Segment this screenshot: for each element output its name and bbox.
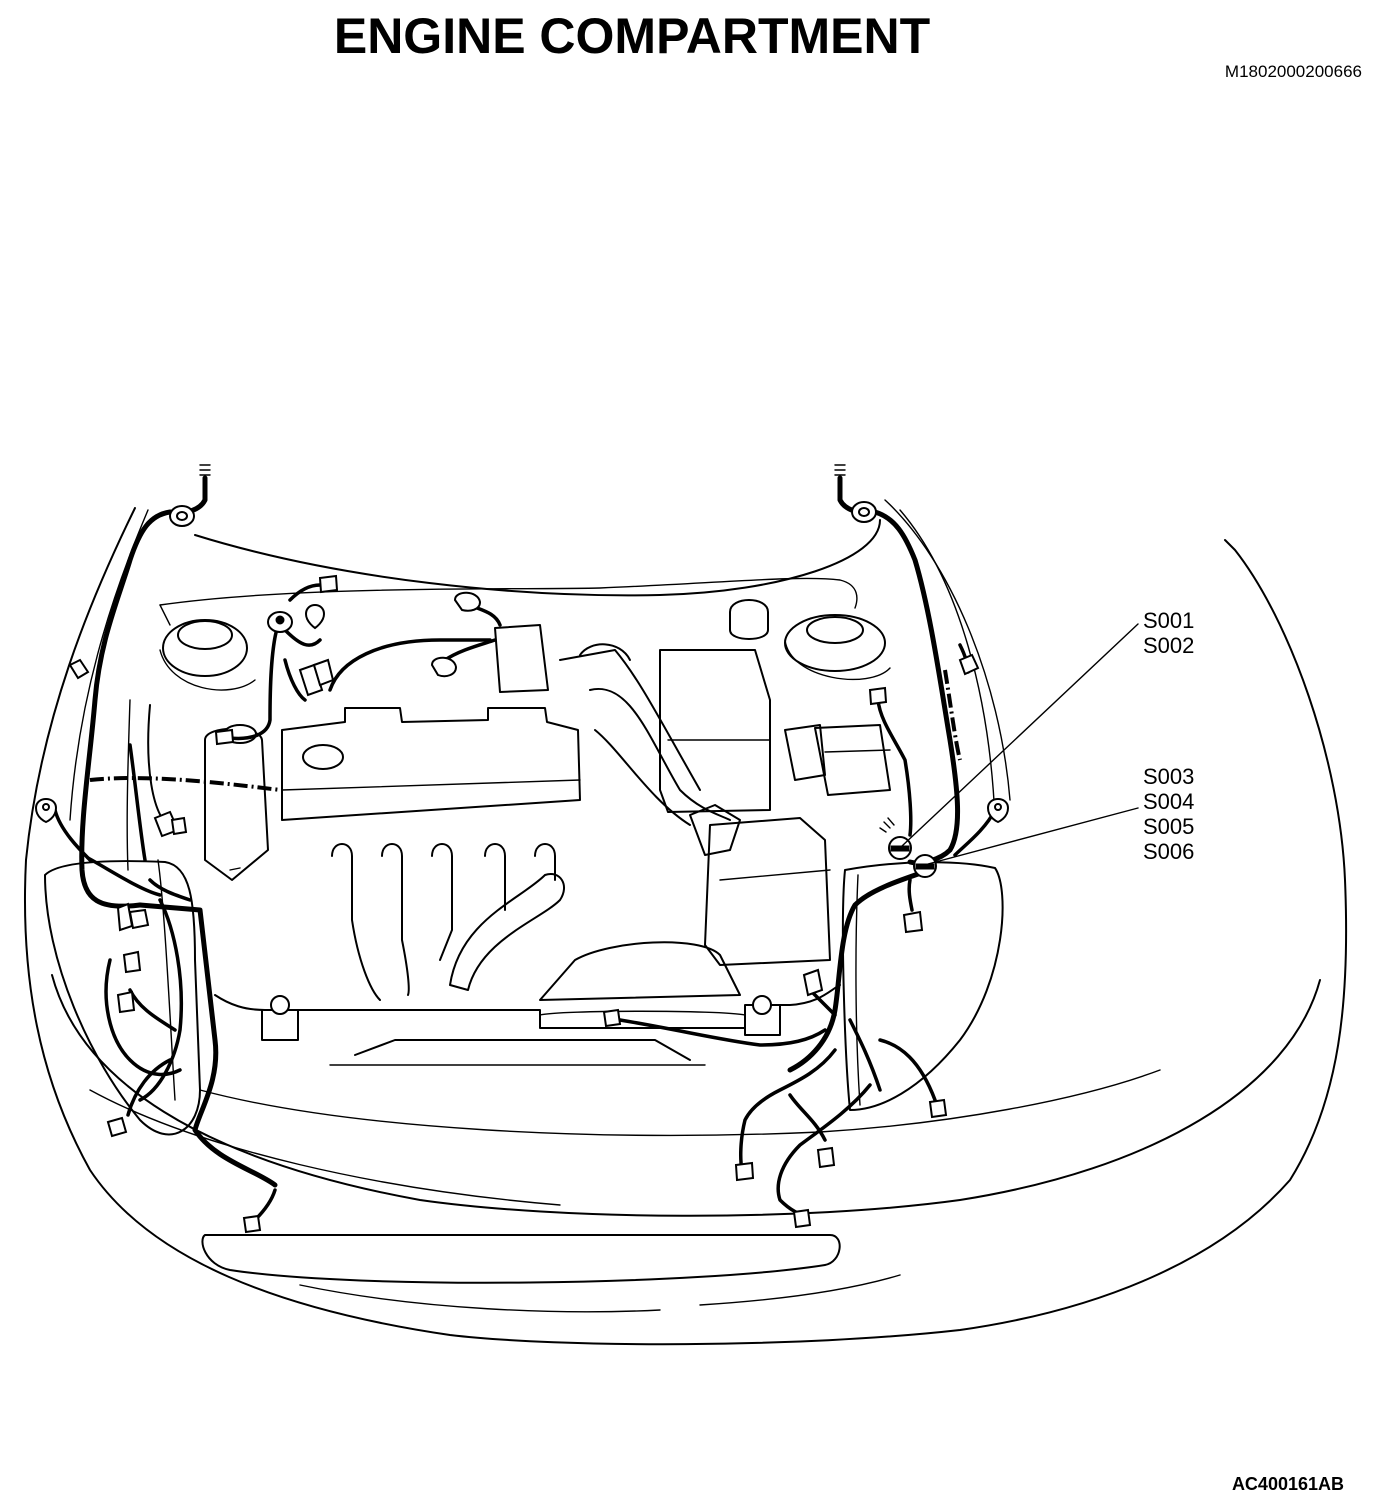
- grommets: [169, 464, 877, 633]
- splice-label-s001: S001: [1143, 608, 1195, 633]
- splice-label-s002: S002: [1143, 633, 1195, 658]
- ground-terminals: [34, 591, 1010, 824]
- splice-label-s003: S003: [1143, 764, 1195, 789]
- splice-points: [879, 623, 1139, 878]
- splice-label-s005: S005: [1143, 814, 1195, 839]
- page-title: ENGINE COMPARTMENT: [333, 8, 931, 64]
- figure-id: AC400161AB: [1231, 1474, 1344, 1494]
- document-id: M1802000200666: [1224, 62, 1362, 81]
- engine-bay-components: [147, 599, 891, 1066]
- splice-label-s004: S004: [1143, 789, 1195, 814]
- connectors: [68, 574, 980, 1234]
- splice-label-s006: S006: [1143, 839, 1195, 864]
